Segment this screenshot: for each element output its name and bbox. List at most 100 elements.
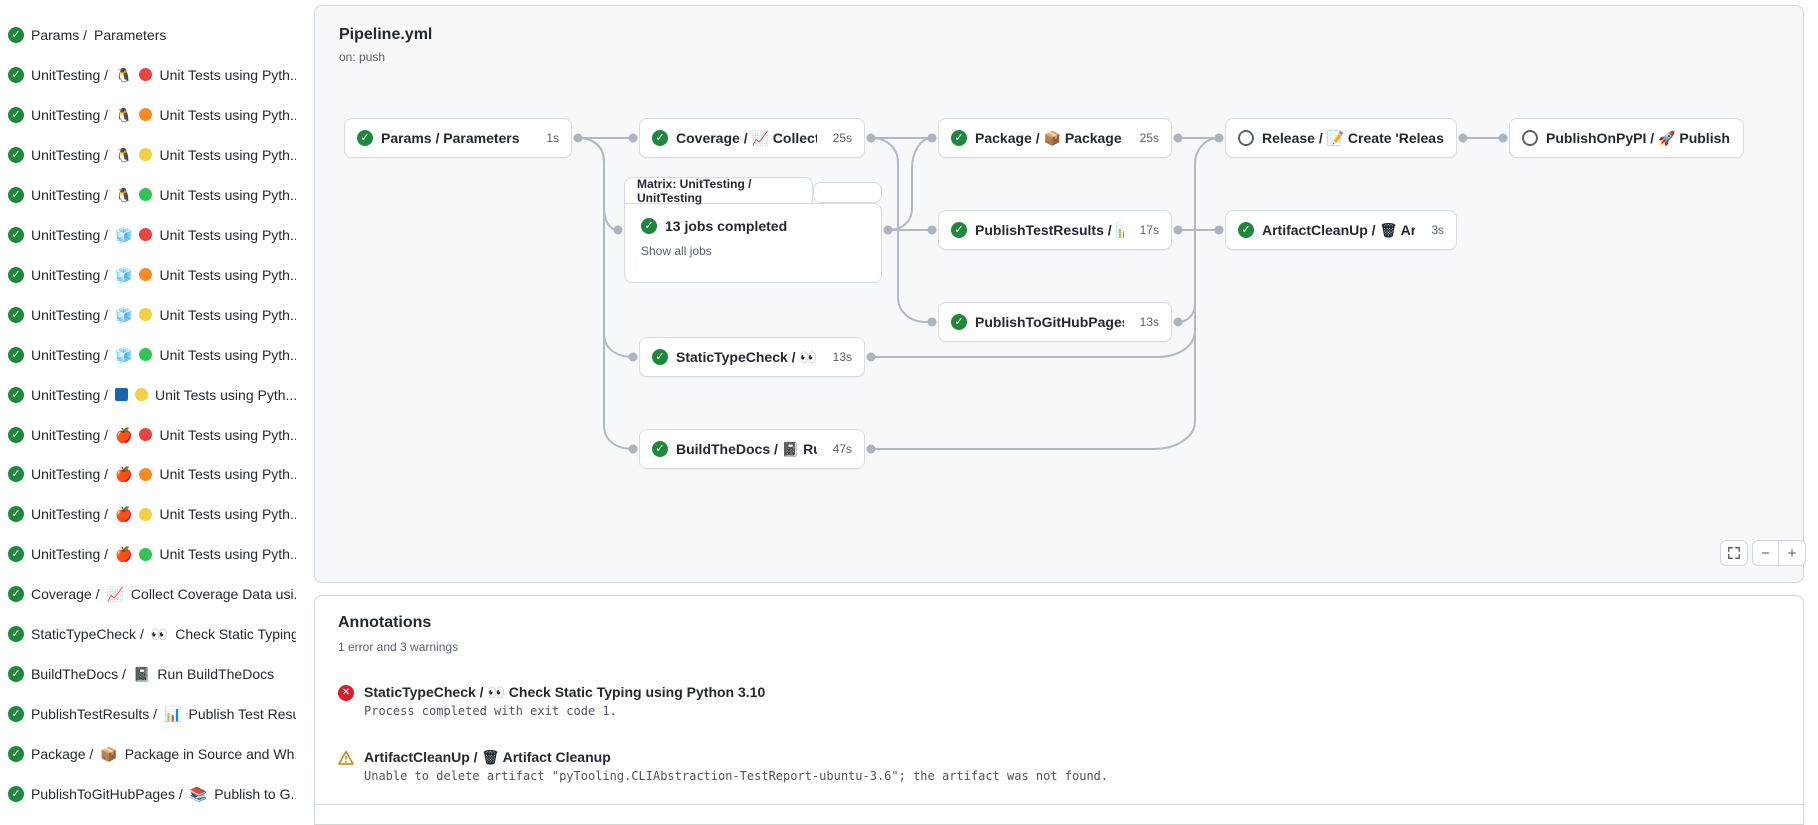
graph-connector-dot [1174, 226, 1183, 235]
sidebar-job-item[interactable]: ✓UnitTesting / 🧊 Unit Tests using Pyth..… [8, 223, 296, 247]
sidebar-job-item[interactable]: ✓UnitTesting / 🐧 Unit Tests using Pyth..… [8, 103, 296, 127]
graph-node-release[interactable]: Release / 📝 Create 'Release P... [1225, 118, 1457, 158]
job-name: UnitTesting / [31, 187, 108, 203]
graph-node-statictypecheck[interactable]: ✓StaticTypeCheck / 👀 Chec...13s [639, 337, 865, 377]
graph-node-publishtogithubpages[interactable]: ✓PublishToGitHubPages / 📚 ...13s [938, 302, 1172, 342]
graph-node-params[interactable]: ✓Params / Parameters1s [344, 118, 572, 158]
node-label: BuildTheDocs / 📓 Run Buil... [676, 441, 817, 457]
job-step-label: Unit Tests using Pyth... [159, 466, 296, 482]
job-step-label: Parameters [443, 130, 519, 146]
graph-node-publishonpypi[interactable]: PublishOnPyPI / 🚀 Publish to ... [1509, 118, 1744, 158]
annotation-job-link[interactable]: ArtifactCleanUp / 🗑 Artifact Cleanup [364, 749, 1108, 765]
success-check-icon: ✓ [8, 506, 24, 522]
job-step-label: Package in Source and Wh... [125, 746, 296, 762]
success-check-icon: ✓ [8, 706, 24, 722]
node-label: Release / 📝 Create 'Release P... [1262, 130, 1444, 146]
success-check-icon: ✓ [641, 218, 657, 234]
eyes-icon: 👀 [487, 684, 504, 700]
graph-node-buildthedocs[interactable]: ✓BuildTheDocs / 📓 Run Buil...47s [639, 429, 865, 469]
annotation-row-error: ✕StaticTypeCheck / 👀 Check Static Typing… [338, 684, 1780, 718]
success-check-icon: ✓ [8, 387, 24, 403]
job-step-label: Unit Tests using Pyth... [155, 387, 296, 403]
eyes-icon: 👀 [151, 627, 168, 641]
graph-node-publishtestresults[interactable]: ✓PublishTestResults / 📊 Pu...17s [938, 210, 1172, 250]
success-check-icon: ✓ [8, 746, 24, 762]
job-step-label: Check Static Typing using Python 3.10 [505, 684, 765, 700]
node-label: StaticTypeCheck / 👀 Chec... [676, 349, 817, 365]
sidebar-job-item[interactable]: ✓BuildTheDocs / 📓 Run BuildTheDocs [8, 662, 296, 686]
graph-node-artifactcleanup[interactable]: ✓ArtifactCleanUp / 🗑 Artifac...3s [1225, 210, 1457, 250]
graph-connector-dot [884, 226, 893, 235]
node-label: Params / Parameters [381, 130, 520, 146]
python-version-dot-orange [139, 468, 152, 481]
job-name: UnitTesting / [31, 147, 108, 163]
sidebar-job-item[interactable]: ✓StaticTypeCheck / 👀 Check Static Typing… [8, 622, 296, 646]
minus-icon: − [1761, 545, 1770, 562]
job-step-label: Publish to ... [1675, 130, 1731, 146]
ice-cube-icon: 🧊 [115, 268, 132, 282]
graph-edges [315, 6, 1805, 584]
job-name: Package / [975, 130, 1044, 146]
notebook-icon: 📓 [782, 441, 799, 457]
sidebar-job-item[interactable]: ✓UnitTesting / 🐧 Unit Tests using Pyth..… [8, 63, 296, 87]
sidebar-job-item[interactable]: ✓PublishTestResults / 📊 Publish Test Res… [8, 702, 296, 726]
apple-icon: 🍎 [115, 428, 132, 442]
zoom-in-button[interactable]: + [1779, 540, 1806, 566]
graph-node-package[interactable]: ✓Package / 📦 Package in So...25s [938, 118, 1172, 158]
matrix-summary: 13 jobs completed [665, 218, 787, 234]
sidebar-job-item[interactable]: ✓UnitTesting / 🧊 Unit Tests using Pyth..… [8, 303, 296, 327]
show-all-jobs-link[interactable]: Show all jobs [641, 244, 865, 258]
sidebar-job-item[interactable]: ✓UnitTesting / 🍎 Unit Tests using Pyth..… [8, 542, 296, 566]
sidebar-job-item[interactable]: ✓UnitTesting / 🧊 Unit Tests using Pyth..… [8, 343, 296, 367]
fullscreen-icon [1727, 546, 1741, 560]
apple-icon: 🍎 [115, 547, 132, 561]
python-version-dot-yellow [139, 508, 152, 521]
wastebasket-icon: 🗑 [481, 749, 499, 765]
notebook-icon: 📓 [133, 667, 150, 681]
job-step-label: Unit Tests using Pyth... [159, 147, 296, 163]
graph-connector-dot [928, 318, 937, 327]
sidebar-job-item[interactable]: ✓Package / 📦 Package in Source and Wh... [8, 742, 296, 766]
memo-icon: 📝 [1327, 130, 1344, 146]
fullscreen-button[interactable] [1720, 540, 1748, 566]
bar-chart-icon: 📊 [164, 707, 181, 721]
skipped-circle-icon [1238, 130, 1254, 146]
job-name: UnitTesting / [31, 427, 108, 443]
success-check-icon: ✓ [951, 130, 967, 146]
success-check-icon: ✓ [8, 227, 24, 243]
graph-connector-dot [1459, 134, 1468, 143]
sidebar-job-item[interactable]: ✓Coverage / 📈 Collect Coverage Data usi.… [8, 582, 296, 606]
sidebar-job-item[interactable]: ✓Params / Parameters [8, 23, 296, 47]
bar-chart-icon: 📊 [1116, 222, 1124, 238]
job-step-label: Unit Tests using Pyth... [159, 187, 296, 203]
python-version-dot-red [139, 68, 152, 81]
sidebar-job-item[interactable]: ✓PublishToGitHubPages / 📚 Publish to G..… [8, 782, 296, 806]
eyes-icon: 👀 [799, 349, 816, 365]
sidebar-job-item[interactable]: ✓UnitTesting / 🍎 Unit Tests using Pyth..… [8, 462, 296, 486]
annotations-summary: 1 error and 3 warnings [338, 640, 458, 654]
job-step-label: Publish to G... [214, 786, 296, 802]
workflow-graph-panel: Pipeline.yml on: push ✓Params / Paramete… [314, 5, 1804, 583]
job-step-label: Run BuildTheDocs [157, 666, 274, 682]
graph-edge [871, 138, 1219, 449]
job-step-label: Artifac... [1397, 222, 1415, 238]
node-duration: 3s [1423, 223, 1444, 237]
sidebar-job-item[interactable]: ✓UnitTesting / Unit Tests using Pyth... [8, 383, 296, 407]
graph-edge [1178, 304, 1195, 322]
job-step-label: Unit Tests using Pyth... [159, 307, 296, 323]
sidebar-job-item[interactable]: ✓UnitTesting / 🍎 Unit Tests using Pyth..… [8, 423, 296, 447]
graph-node-coverage[interactable]: ✓Coverage / 📈 Collect Cove...25s [639, 118, 865, 158]
annotation-row-warning: ArtifactCleanUp / 🗑 Artifact CleanupUnab… [338, 749, 1780, 783]
sidebar-job-item[interactable]: ✓UnitTesting / 🐧 Unit Tests using Pyth..… [8, 143, 296, 167]
job-name: Params / [31, 27, 87, 43]
graph-connector-dot [867, 134, 876, 143]
graph-connector-dot [614, 226, 623, 235]
annotation-job-link[interactable]: StaticTypeCheck / 👀 Check Static Typing … [364, 684, 765, 700]
sidebar-job-item[interactable]: ✓UnitTesting / 🍎 Unit Tests using Pyth..… [8, 502, 296, 526]
success-check-icon: ✓ [8, 786, 24, 802]
job-step-label: Collect Cove... [769, 130, 817, 146]
sidebar-job-item[interactable]: ✓UnitTesting / 🧊 Unit Tests using Pyth..… [8, 263, 296, 287]
sidebar-job-item[interactable]: ✓UnitTesting / 🐧 Unit Tests using Pyth..… [8, 183, 296, 207]
job-name: PublishTestResults / [31, 706, 157, 722]
zoom-out-button[interactable]: − [1752, 540, 1779, 566]
